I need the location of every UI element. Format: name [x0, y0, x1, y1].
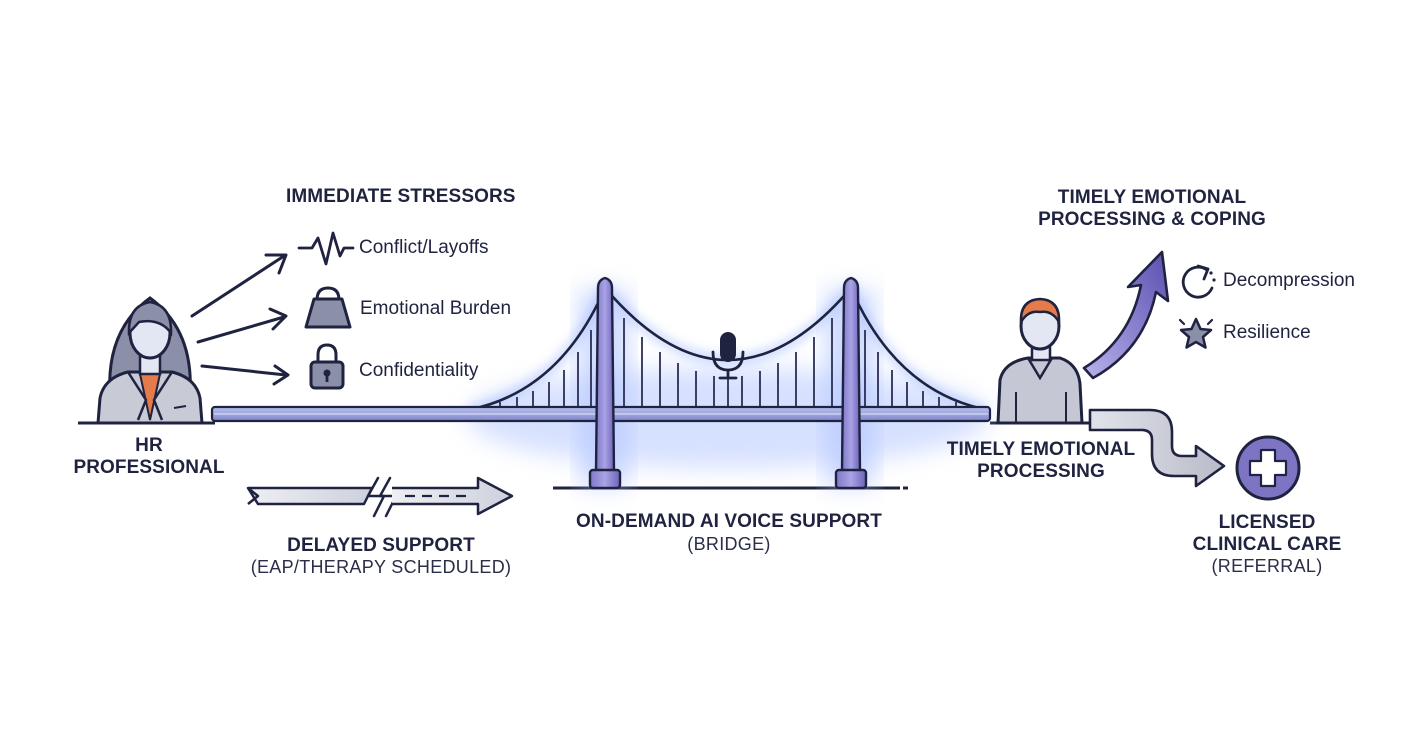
- stressors-title: IMMEDIATE STRESSORS: [286, 186, 516, 207]
- referral-arrow: [1088, 408, 1226, 488]
- coping-title-line2: PROCESSING & COPING: [1038, 209, 1266, 230]
- weight-icon: [304, 286, 352, 329]
- processing-label-line2: PROCESSING: [977, 461, 1105, 482]
- bridge-tower-left: [588, 276, 622, 490]
- bridge-tower-right: [834, 276, 868, 490]
- bridge-hangers: [481, 318, 975, 409]
- growth-arrow: [1082, 250, 1170, 380]
- star-icon: [1178, 317, 1214, 349]
- clinical-label-line2: CLINICAL CARE: [1192, 534, 1342, 555]
- coping-title-line1: TIMELY EMOTIONAL: [1057, 187, 1247, 208]
- clinical-label-line1: LICENSED: [1218, 512, 1316, 533]
- heartbeat-icon: [297, 231, 355, 266]
- padlock-icon: [309, 343, 345, 390]
- stressor-confidentiality-label: Confidentiality: [359, 360, 479, 381]
- microphone-icon: [711, 332, 745, 380]
- hr-professional-icon: [96, 296, 204, 425]
- voice-waveform-icon: [670, 262, 779, 324]
- delayed-support-subtitle: (EAP/THERAPY SCHEDULED): [250, 557, 512, 577]
- person-icon: [996, 297, 1084, 425]
- bridge-title: ON-DEMAND AI VOICE SUPPORT: [576, 511, 882, 532]
- hr-label-line2: PROFESSIONAL: [73, 457, 225, 478]
- stressor-arrows: [190, 253, 290, 386]
- bridge-subtitle: (BRIDGE): [687, 534, 771, 554]
- coping-decompression-label: Decompression: [1223, 270, 1355, 291]
- delayed-support-title: DELAYED SUPPORT: [287, 535, 475, 556]
- refresh-icon: [1181, 264, 1216, 299]
- stressor-conflict-label: Conflict/Layoffs: [359, 237, 489, 258]
- coping-resilience-label: Resilience: [1223, 322, 1311, 343]
- stressor-burden-label: Emotional Burden: [360, 298, 512, 319]
- clinical-subtitle: (REFERRAL): [1211, 556, 1323, 576]
- hr-label-line1: HR: [135, 435, 163, 456]
- processing-label-line1: TIMELY EMOTIONAL: [946, 439, 1136, 460]
- medical-cross-icon: [1235, 435, 1301, 501]
- delayed-support-arrow: [246, 476, 514, 518]
